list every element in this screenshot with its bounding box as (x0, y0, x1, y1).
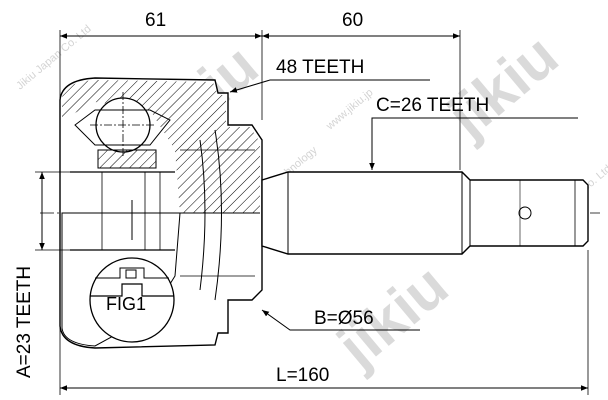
ball-cage (70, 92, 175, 251)
outer-spline-text: 48 TEETH (276, 57, 364, 78)
fig1-label: FIG1 (106, 294, 146, 314)
extension-lines (35, 30, 589, 395)
total-length-text: L=160 (276, 365, 329, 386)
inner-spline-text: A=23 TEETH (14, 266, 35, 378)
diameter-text: B=Ø56 (314, 308, 374, 329)
dim-61-text: 61 (145, 10, 166, 31)
dim-60-text: 60 (342, 10, 363, 31)
fig1-detail: FIG1 (89, 200, 175, 343)
outer-spline-leader (229, 79, 430, 93)
watermark-brand-2: jikiu (435, 21, 571, 150)
watermark-text-2: www.jikiu.jp (323, 87, 375, 133)
diameter-leader (261, 309, 420, 331)
shaft (261, 171, 589, 255)
shaft-spline-text: C=26 TEETH (376, 95, 489, 116)
shaft-spline-leader (369, 117, 578, 170)
